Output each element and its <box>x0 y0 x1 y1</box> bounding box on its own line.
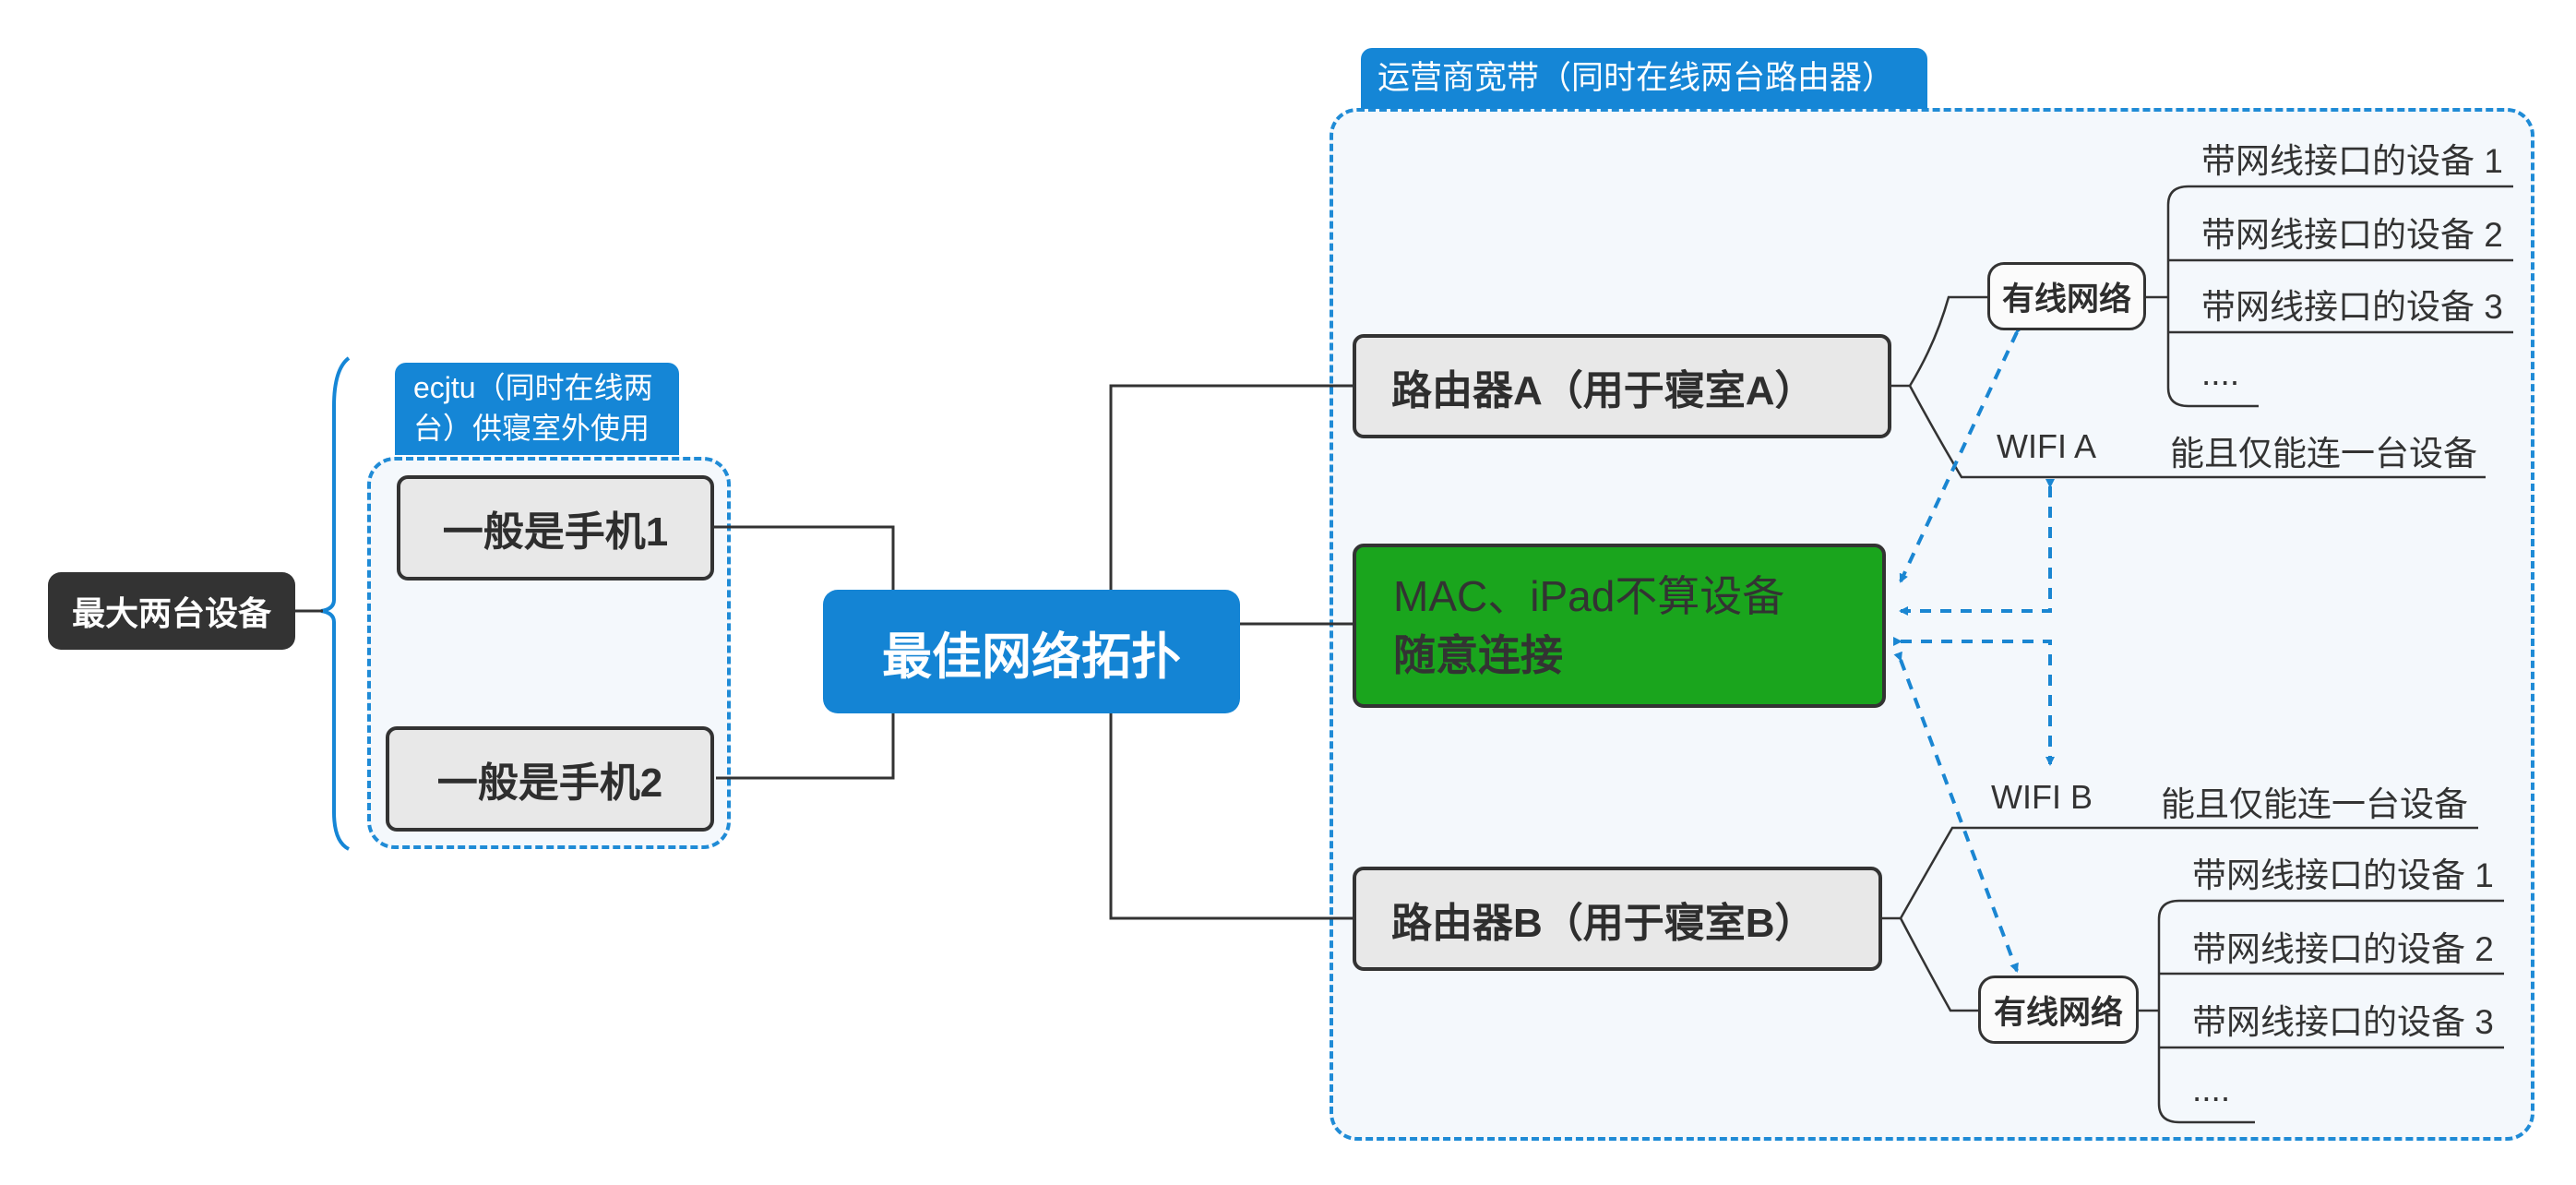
left-group-label-line2: 台）供寝室外使用 <box>413 412 650 445</box>
wifi-b-label: WIFI B <box>1991 778 2093 816</box>
router-a-node[interactable]: 路由器A（用于寝室A） <box>1353 334 1891 438</box>
phone-2-node[interactable]: 一般是手机2 <box>386 726 714 832</box>
device-a-2: 带网线接口的设备 2 <box>2201 216 2503 254</box>
wired-network-b[interactable]: 有线网络 <box>1978 976 2139 1044</box>
summary-node[interactable]: 最大两台设备 <box>48 572 295 650</box>
wired-network-a[interactable]: 有线网络 <box>1987 262 2146 330</box>
mac-ipad-line2: 随意连接 <box>1393 631 1563 679</box>
router-b-node[interactable]: 路由器B（用于寝室B） <box>1353 867 1882 971</box>
right-group-label: 运营商宽带（同时在线两台路由器） <box>1361 48 1927 109</box>
left-brace <box>320 356 351 851</box>
left-group-label-line1: ecjtu（同时在线两 <box>413 371 653 404</box>
device-a-more: .... <box>2201 354 2240 392</box>
phone-1-node[interactable]: 一般是手机1 <box>397 475 714 581</box>
device-b-2: 带网线接口的设备 2 <box>2192 930 2494 968</box>
left-group-label: ecjtu（同时在线两 台）供寝室外使用 <box>395 363 679 455</box>
central-topic[interactable]: 最佳网络拓扑 <box>823 590 1240 713</box>
device-b-3: 带网线接口的设备 3 <box>2192 1003 2494 1041</box>
wifi-a-note: 能且仅能连一台设备 <box>2170 435 2477 473</box>
mac-ipad-line1: MAC、iPad不算设备 <box>1393 572 1785 620</box>
device-b-1: 带网线接口的设备 1 <box>2192 856 2494 894</box>
device-a-1: 带网线接口的设备 1 <box>2201 142 2503 180</box>
device-b-more: .... <box>2192 1071 2231 1108</box>
wifi-a-label: WIFI A <box>1997 427 2096 465</box>
arrow-wired-b <box>1893 651 2019 973</box>
mac-ipad-node[interactable]: MAC、iPad不算设备 随意连接 <box>1353 544 1886 708</box>
wifi-b-note: 能且仅能连一台设备 <box>2161 785 2468 823</box>
device-a-3: 带网线接口的设备 3 <box>2201 288 2503 326</box>
arrow-wifi-a <box>1899 479 2055 616</box>
arrow-wifi-b <box>1893 637 2055 766</box>
